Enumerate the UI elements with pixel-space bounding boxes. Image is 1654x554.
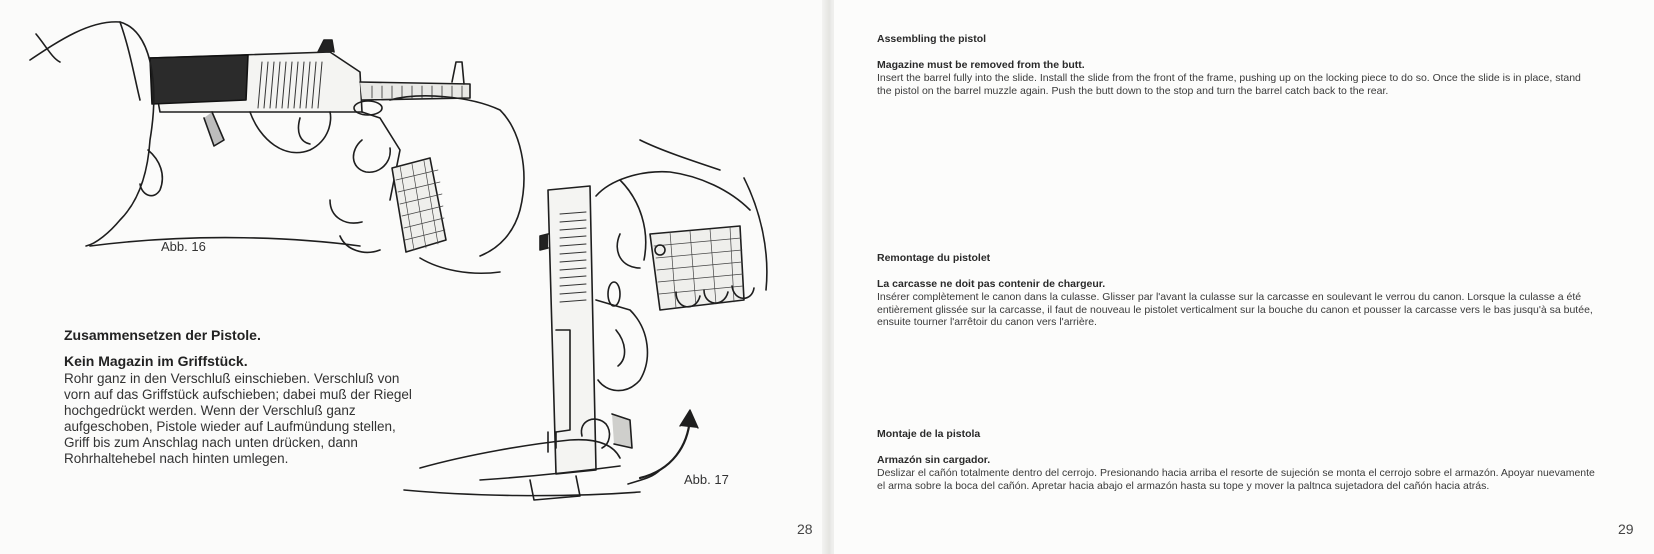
german-section-title: Zusammensetzen der Pistole. (64, 327, 261, 343)
figure-17-drawing (403, 139, 768, 501)
english-instructions: Assembling the pistol Magazine must be r… (877, 33, 1597, 97)
spanish-section-subtitle: Armazón sin cargador. (877, 454, 991, 466)
french-section-body: Insérer complètement le canon dans la cu… (877, 291, 1593, 328)
page-number-left: 28 (797, 521, 813, 537)
right-page (834, 0, 1654, 554)
english-section-title: Assembling the pistol (877, 33, 987, 45)
spanish-instructions: Montaje de la pistola Armazón sin cargad… (877, 428, 1597, 492)
spanish-section-body: Deslizar el cañón totalmente dentro del … (877, 467, 1595, 492)
figure-16-drawing (29, 21, 525, 275)
english-section-subtitle: Magazine must be removed from the butt. (877, 59, 1085, 71)
german-instructions: Zusammensetzen der Pistole. Kein Magazin… (64, 327, 424, 467)
figure-17-label: Abb. 17 (684, 472, 729, 487)
spanish-section-title: Montaje de la pistola (877, 428, 981, 440)
figure-16-label: Abb. 16 (161, 239, 206, 254)
german-section-subtitle: Kein Magazin im Griffstück. (64, 353, 248, 369)
left-page: Abb. 16 Abb. 17 Zusammensetzen der Pisto… (0, 0, 826, 554)
french-section-subtitle: La carcasse ne doit pas contenir de char… (877, 278, 1106, 290)
pistol-assembly-illustration (29, 21, 768, 501)
french-instructions: Remontage du pistolet La carcasse ne doi… (877, 252, 1597, 329)
german-section-body: Rohr ganz in den Verschluß einschieben. … (64, 371, 412, 466)
page-number-right: 29 (1618, 521, 1634, 537)
french-section-title: Remontage du pistolet (877, 252, 991, 264)
english-section-body: Insert the barrel fully into the slide. … (877, 72, 1581, 97)
